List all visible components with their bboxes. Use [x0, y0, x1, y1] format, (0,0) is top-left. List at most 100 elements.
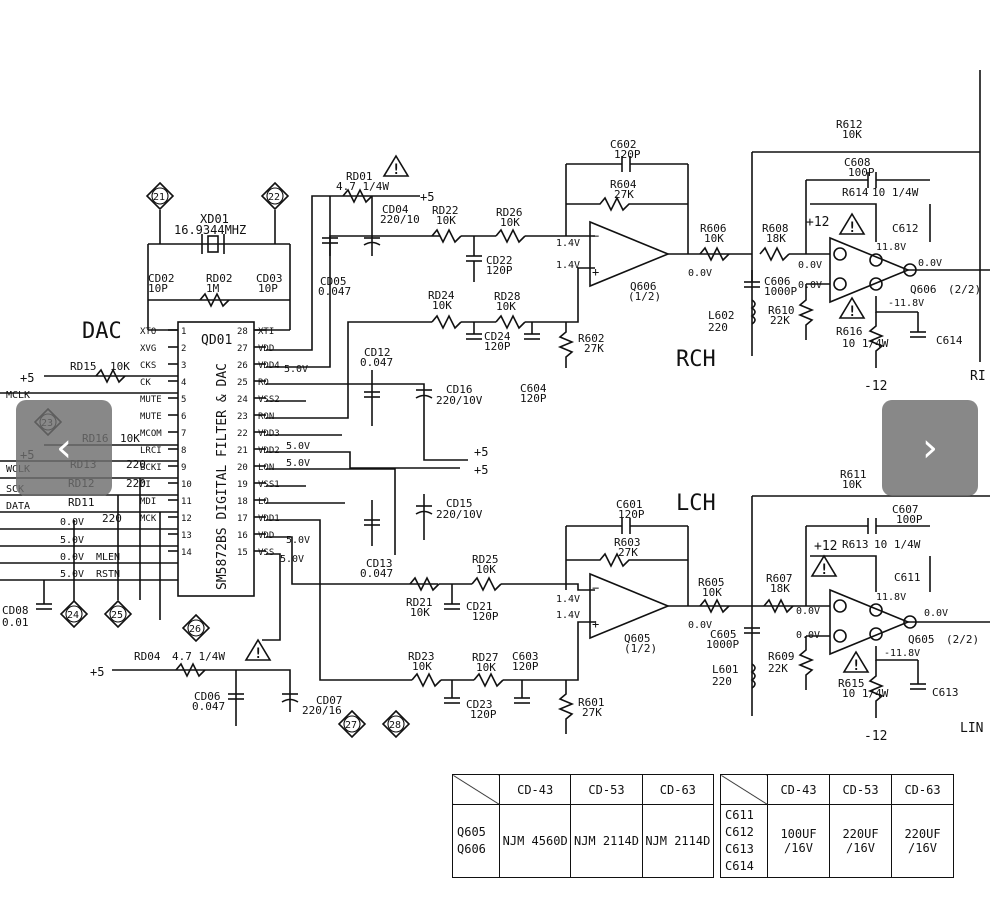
- component-ref: Q605: [908, 633, 935, 646]
- signal-label: 0.0V: [796, 630, 820, 641]
- connector-tag: 22: [260, 181, 290, 211]
- component-value: 220: [126, 477, 146, 490]
- svg-text:!: !: [852, 658, 860, 674]
- connector-tag-label: 26: [189, 624, 201, 635]
- component-ref: C611: [894, 571, 921, 584]
- ic-pin-number: 3: [181, 361, 186, 371]
- ic-pin-number: 12: [181, 514, 192, 524]
- component-value: 27K: [618, 546, 638, 559]
- component-value: 100P: [848, 166, 875, 179]
- ic-pin-name: MUTE: [140, 412, 162, 422]
- component-ref: RD22: [432, 204, 459, 217]
- warning-icon: !: [382, 154, 410, 178]
- connector-tag: 21: [145, 181, 175, 211]
- signal-label: 0.0V: [688, 620, 712, 631]
- ic-pin-number: 25: [237, 378, 248, 388]
- ic-pin-name: CKS: [140, 361, 156, 371]
- signal-label: +12: [806, 215, 829, 230]
- svg-text:−: −: [592, 229, 599, 243]
- component-ref: L602: [708, 309, 735, 322]
- table-header: CD-43: [498, 774, 572, 805]
- signal-label: 5.0V: [60, 535, 84, 546]
- chevron-right-icon: ›: [922, 425, 938, 471]
- component-ref: CD22: [486, 254, 513, 267]
- signal-label: -12: [864, 379, 887, 394]
- signal-label: 5.0V: [286, 458, 310, 469]
- component-ref: C613: [932, 686, 959, 699]
- component-ref: C614: [936, 334, 963, 347]
- ic-pin-name: LO: [258, 497, 269, 507]
- signal-label: RSTN: [96, 569, 120, 580]
- ic-pin-number: 26: [237, 361, 248, 371]
- ic-pin-number: 22: [237, 429, 248, 439]
- component-value: 10 1/4W: [842, 337, 889, 350]
- signal-label: SCK: [6, 484, 24, 495]
- svg-text:!: !: [848, 304, 856, 320]
- connector-tag-label: 22: [268, 192, 280, 203]
- component-ref: C612: [892, 222, 919, 235]
- warning-icon: !: [838, 296, 866, 320]
- component-value: 0.047: [360, 356, 393, 369]
- signal-label: 1.4V: [556, 610, 580, 621]
- component-value: 220: [708, 321, 728, 334]
- previous-image-button[interactable]: ‹: [16, 400, 112, 496]
- component-value: 10K: [410, 606, 430, 619]
- component-ref: R601: [578, 696, 605, 709]
- component-ref: R608: [762, 222, 789, 235]
- component-ref: Q606: [630, 280, 657, 293]
- component-value: 120P: [520, 392, 547, 405]
- component-ref: R612: [836, 118, 863, 131]
- component-ref: R605: [698, 576, 725, 589]
- svg-text:!: !: [848, 220, 856, 236]
- component-value: 1000P: [706, 638, 739, 651]
- svg-text:!: !: [392, 162, 400, 178]
- component-value: 10K: [476, 563, 496, 576]
- ic-pin-number: 28: [237, 327, 248, 337]
- ic-pin-name: LRCI: [140, 446, 162, 456]
- ic-pin-name: VSS2: [258, 395, 280, 405]
- component-ref: R616: [836, 325, 863, 338]
- next-image-button[interactable]: ›: [882, 400, 978, 496]
- component-ref: RD21: [406, 596, 433, 609]
- table-corner: [452, 774, 500, 805]
- signal-label: 0.0V: [796, 606, 820, 617]
- component-ref: R613: [842, 538, 869, 551]
- component-ref: RD26: [496, 206, 523, 219]
- component-value: 120P: [512, 660, 539, 673]
- component-ref: R611: [840, 468, 867, 481]
- signal-label: 0.0V: [924, 608, 948, 619]
- component-value: 10 1/4W: [842, 687, 889, 700]
- cap-variant-table: CD-43 CD-53 CD-63 C611 C612 C613 C614 10…: [720, 774, 954, 878]
- component-ref: RD15: [70, 360, 97, 373]
- component-ref: RD23: [408, 650, 435, 663]
- component-value: 10K: [702, 586, 722, 599]
- signal-label: LIN: [960, 721, 983, 736]
- table-cell: NJM 2114D: [570, 804, 643, 878]
- signal-label: 1.4V: [556, 594, 580, 605]
- crystal-freq: 16.9344MHZ: [174, 223, 246, 237]
- plus5-rd01: +5: [420, 190, 434, 204]
- component-value: 27K: [584, 342, 604, 355]
- component-ref: C607: [892, 503, 919, 516]
- component-ref: R609: [768, 650, 795, 663]
- ic-pin-number: 1: [181, 327, 186, 337]
- component-value: 0.01: [2, 616, 29, 629]
- connector-tag: 28: [381, 709, 411, 739]
- ic-pin-name: VDD: [258, 344, 274, 354]
- table-row-label: C611 C612 C613 C614: [720, 804, 768, 878]
- component-ref: C608: [844, 156, 871, 169]
- component-value: 120P: [484, 340, 511, 353]
- table-cell: NJM 2114D: [641, 804, 715, 878]
- component-ref: C606: [764, 275, 791, 288]
- crystal-ref: XD01: [200, 212, 229, 226]
- component-value: 220: [712, 675, 732, 688]
- component-value: 10K: [704, 232, 724, 245]
- component-ref: R607: [766, 572, 793, 585]
- component-value: 10 1/4W: [874, 538, 921, 551]
- signal-label: -12: [864, 729, 887, 744]
- signal-label: 5.0V: [286, 535, 310, 546]
- table-corner: [720, 774, 768, 805]
- signal-label: RI: [970, 369, 986, 384]
- ic-pin-number: 4: [181, 378, 186, 388]
